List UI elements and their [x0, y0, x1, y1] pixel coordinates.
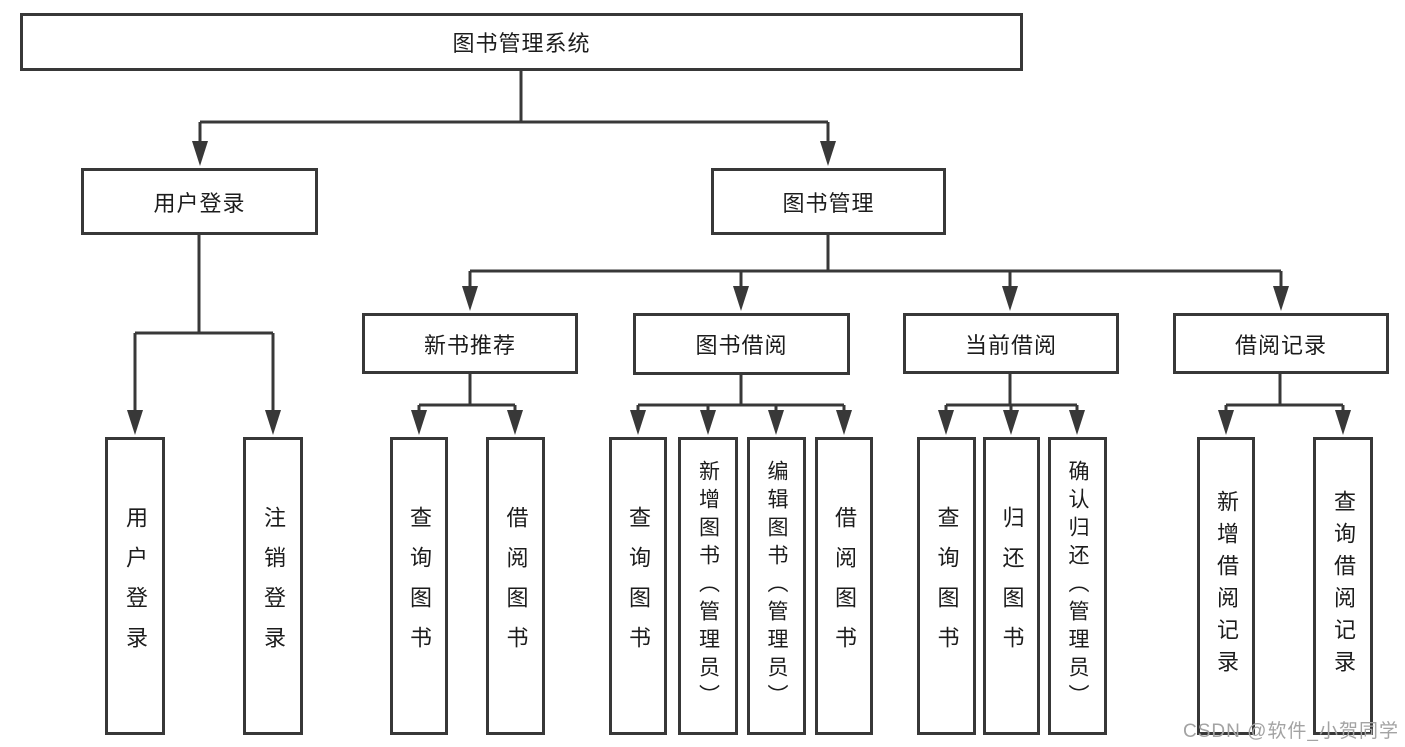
node-borrow-records-label: 借阅记录	[1234, 332, 1327, 358]
node-book-management-label: 图书管理	[782, 190, 875, 216]
node-new-book-recommend-label: 新书推荐	[423, 332, 516, 358]
leaf-borrow-books-2-label: 借阅图书	[832, 506, 857, 666]
leaf-user-login: 用户登录	[105, 437, 165, 735]
leaf-confirm-return-admin: 确认归还（管理员）	[1048, 437, 1107, 735]
leaf-query-borrow-record-label: 查询借阅记录	[1331, 490, 1356, 682]
node-library-system: 图书管理系统	[20, 13, 1023, 71]
node-book-management: 图书管理	[711, 168, 946, 235]
leaf-edit-book-admin: 编辑图书（管理员）	[747, 437, 806, 735]
leaf-user-login-label: 用户登录	[123, 506, 148, 666]
leaf-borrow-books-recommend-label: 借阅图书	[503, 506, 529, 666]
node-book-borrow: 图书借阅	[633, 313, 850, 375]
leaf-add-book-admin-label: 新增图书（管理员）	[696, 460, 720, 712]
leaf-query-books-borrow-label: 查询图书	[626, 506, 651, 666]
leaf-confirm-return-admin-label: 确认归还（管理员）	[1066, 460, 1089, 712]
leaf-query-borrow-record: 查询借阅记录	[1313, 437, 1373, 735]
leaf-query-books-recommend-label: 查询图书	[407, 506, 432, 666]
leaf-add-borrow-record: 新增借阅记录	[1197, 437, 1255, 735]
node-new-book-recommend: 新书推荐	[362, 313, 578, 374]
node-book-borrow-label: 图书借阅	[695, 333, 788, 358]
leaf-borrow-books-recommend: 借阅图书	[486, 437, 545, 735]
leaf-add-book-admin: 新增图书（管理员）	[678, 437, 738, 735]
leaf-query-books-current-label: 查询图书	[934, 506, 960, 666]
leaf-add-borrow-record-label: 新增借阅记录	[1214, 490, 1239, 682]
leaf-logout-label: 注销登录	[261, 506, 286, 666]
leaf-query-books-recommend: 查询图书	[390, 437, 448, 735]
node-borrow-records: 借阅记录	[1173, 313, 1389, 374]
leaf-query-books-current: 查询图书	[917, 437, 976, 735]
csdn-watermark: CSDN @软件_小贺同学	[1183, 721, 1399, 742]
leaf-query-books-borrow: 查询图书	[609, 437, 667, 735]
leaf-borrow-books-2: 借阅图书	[815, 437, 873, 735]
leaf-edit-book-admin-label: 编辑图书（管理员）	[765, 460, 788, 712]
leaf-return-books-label: 归还图书	[999, 506, 1025, 666]
node-library-system-label: 图书管理系统	[452, 31, 591, 56]
node-user-login: 用户登录	[81, 168, 318, 235]
leaf-return-books: 归还图书	[983, 437, 1040, 735]
node-current-borrow-label: 当前借阅	[964, 332, 1057, 358]
node-current-borrow: 当前借阅	[903, 313, 1119, 374]
node-user-login-label: 用户登录	[153, 190, 246, 216]
leaf-logout: 注销登录	[243, 437, 303, 735]
